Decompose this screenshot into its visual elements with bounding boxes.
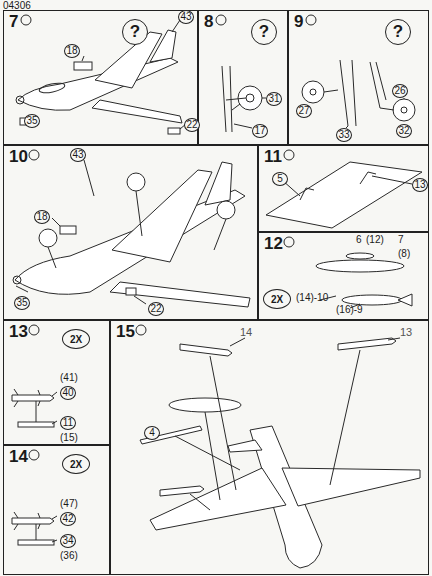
nose-wheel [222, 66, 266, 132]
callout-number: 32 [396, 124, 412, 138]
question-circle: ? [122, 19, 148, 45]
callout-number: (14)-10 [296, 292, 328, 304]
callout-number: 34 [60, 534, 76, 548]
callout-number: (8) [398, 248, 410, 260]
symbol-text: 2X [271, 294, 283, 305]
callout-number: 27 [296, 104, 312, 118]
step-number: 12 [264, 234, 283, 254]
callout-number: 43 [70, 148, 86, 162]
missile [12, 512, 57, 545]
step-panel: 13 2X [3, 320, 110, 445]
callout-number: 26 [392, 84, 408, 98]
callout-number: 40 [60, 386, 76, 400]
wing-pylons [266, 162, 422, 228]
step-number: 10 [9, 147, 28, 167]
symbol-text: 2X [70, 334, 82, 345]
step-number: 15 [116, 322, 135, 342]
callout-number: (16)-9 [336, 304, 363, 316]
callout-number: 7 [398, 234, 404, 246]
missile [12, 389, 57, 427]
step-number: 9 [294, 12, 303, 32]
question-circle: ? [385, 19, 411, 45]
callout-number: 31 [266, 92, 282, 106]
step-number: 11 [264, 147, 282, 167]
callout-number: 18 [34, 210, 50, 224]
step-number: 13 [9, 322, 28, 342]
step-panel: 10 [3, 145, 258, 320]
quantity-oval: 2X [62, 454, 90, 474]
glue-icon [21, 15, 316, 460]
step-number: 8 [204, 12, 213, 32]
aircraft-fuselage [16, 20, 186, 134]
step-number: 7 [9, 12, 18, 32]
callout-number: 13 [400, 326, 412, 338]
callout-number: 22 [148, 302, 164, 316]
callout-number: (12) [366, 234, 384, 246]
callout-number: 6 [356, 234, 362, 246]
question-circle: ? [251, 19, 277, 45]
callout-number: 17 [252, 124, 268, 138]
callout-number: 35 [24, 114, 40, 128]
symbol-text: ? [259, 22, 269, 42]
callout-number: 14 [240, 326, 252, 338]
callout-number: (15) [60, 432, 78, 444]
callout-number: 33 [336, 128, 352, 142]
step-panel: 14 2X [3, 445, 110, 575]
callout-number: 11 [60, 416, 76, 430]
callout-number: 18 [64, 44, 80, 58]
step-panel: 8? [198, 10, 288, 145]
callout-number: 35 [14, 296, 30, 310]
aircraft-fuselage [13, 160, 250, 307]
symbol-text: ? [130, 22, 140, 42]
callout-number: 22 [184, 118, 200, 132]
sheet-number: 04306 [3, 0, 31, 12]
callout-number: 42 [60, 512, 76, 526]
step-number: 14 [9, 447, 28, 467]
callout-number: 13 [412, 178, 428, 192]
symbol-text: ? [393, 22, 403, 42]
drop-tanks [316, 253, 412, 308]
callout-number: (36) [60, 550, 78, 562]
quantity-oval: 2X [62, 329, 90, 349]
aircraft-topview [140, 338, 420, 568]
callout-number: (41) [60, 372, 78, 384]
callout-number: 43 [178, 10, 194, 24]
callout-number: 4 [144, 426, 160, 440]
callout-number: (47) [60, 498, 78, 510]
step-panel: 15 [110, 320, 429, 575]
main-wheels [302, 60, 415, 128]
step-panel: 11 [258, 145, 429, 232]
symbol-text: 2X [70, 459, 82, 470]
callout-number: 5 [272, 172, 288, 186]
quantity-oval: 2X [263, 289, 291, 309]
